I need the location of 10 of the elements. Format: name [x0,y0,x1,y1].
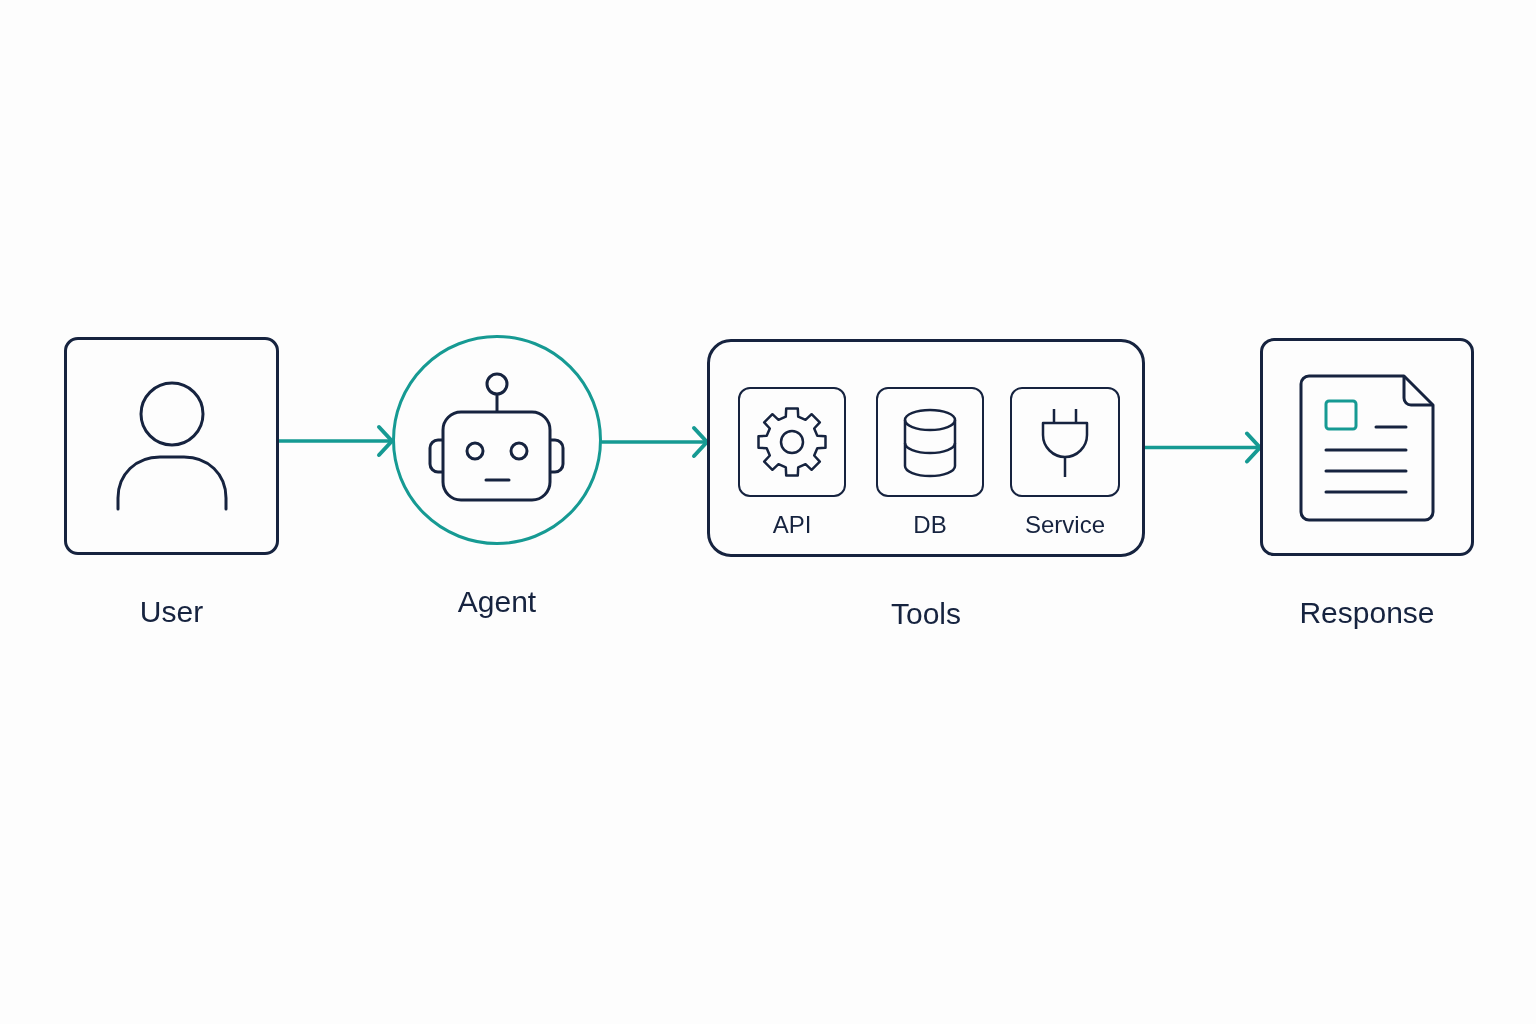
node-title: Response [1299,595,1435,631]
tool-label: DB [913,511,947,539]
arrow [600,426,709,458]
arrow [1143,431,1262,464]
arrow [277,425,394,457]
node-title: Tools [890,596,961,632]
tool-label: API [772,511,812,539]
node-title: Agent [457,584,537,620]
node-title: User [139,594,204,630]
tool-label: Service [1025,511,1105,539]
